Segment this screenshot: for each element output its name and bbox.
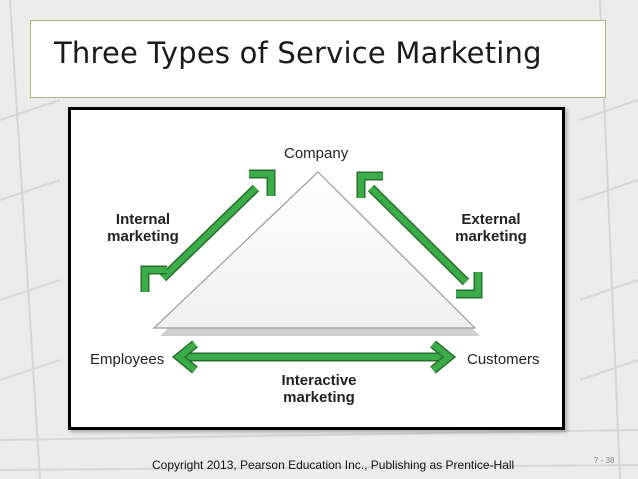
external-marketing-arrow (356, 171, 483, 299)
external-label-line1: External (461, 211, 521, 228)
node-company: Company (284, 145, 349, 162)
copyright-footer: Copyright 2013, Pearson Education Inc., … (152, 458, 515, 472)
internal-label-line1: Internal (115, 211, 171, 228)
service-triangle-diagram (140, 169, 483, 374)
service-triangle (152, 171, 477, 329)
diagram-frame: Company Employees Customers Internal mar… (68, 107, 565, 430)
title-box (30, 20, 606, 98)
node-employees: Employees (90, 351, 165, 368)
node-customers: Customers (467, 351, 540, 368)
external-marketing-label: External marketing (445, 211, 537, 245)
diagram-canvas: Company Employees Customers Internal mar… (71, 110, 562, 427)
interactive-label-line2: marketing (283, 389, 355, 406)
internal-marketing-label: Internal marketing (99, 211, 187, 245)
interactive-marketing-arrow (171, 340, 457, 374)
external-label-line2: marketing (455, 228, 527, 245)
interactive-marketing-label: Interactive marketing (271, 372, 367, 406)
internal-label-line2: marketing (107, 228, 179, 245)
slide-title: Three Types of Service Marketing (54, 36, 542, 70)
internal-marketing-arrow (140, 169, 276, 292)
page-number: 7 - 38 (594, 456, 615, 465)
interactive-label-line1: Interactive (281, 372, 357, 389)
